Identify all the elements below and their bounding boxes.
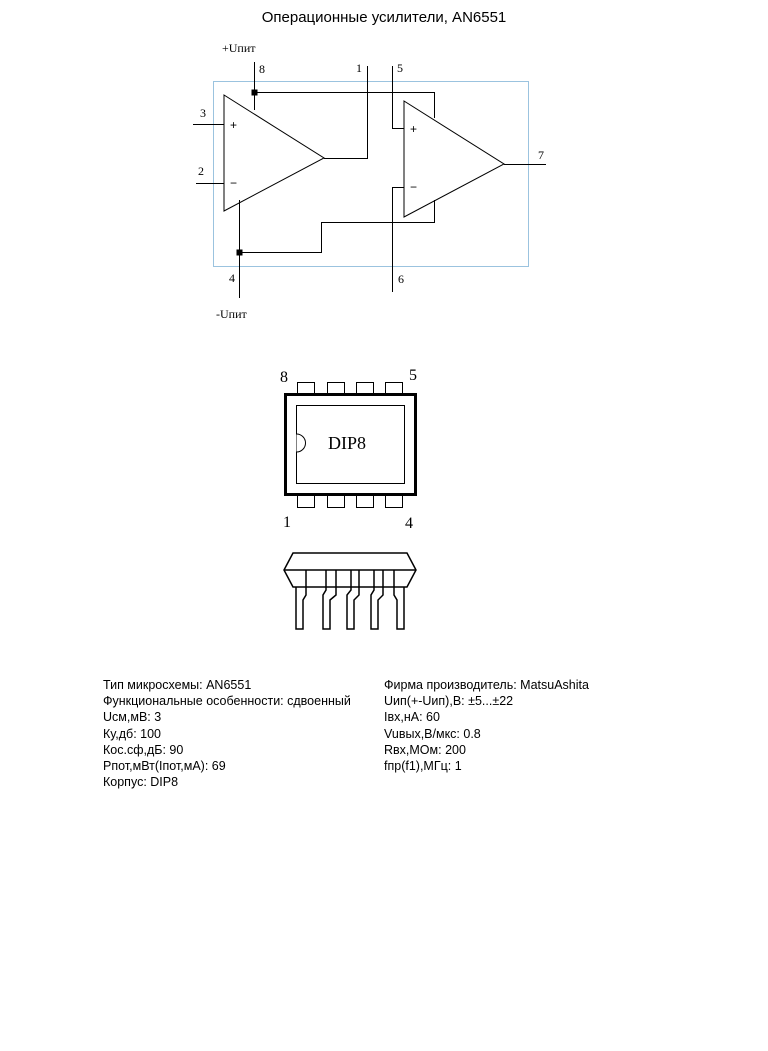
opamp-signs: + − + − [230,118,417,194]
spec-supply-voltage: Uип(+-Uип),В: ±5...±22 [384,694,514,709]
dip-side-lead [393,570,405,630]
pin-label-5: 5 [397,61,403,75]
dip8-labels: DIP8 8 5 1 4 [280,367,417,532]
dip-pin [297,382,315,395]
dip8-top-view [284,382,417,508]
dip-body-outer [284,393,417,496]
dip-corner-label-8: 8 [280,369,288,386]
spec-features: Функциональные особенности: сдвоенный [103,694,351,709]
spec-manufacturer: Фирма производитель: MatsuAshita [384,678,589,692]
dip-pin [356,494,374,508]
spec-package: Корпус: DIP8 [103,775,179,790]
pin-label-6: 6 [398,272,404,286]
dip-side-lead [346,570,360,630]
pin-label-1: 1 [356,61,362,75]
dip-side-lead [370,570,384,630]
spec-bandwidth: fпр(f1),МГц: 1 [384,759,462,774]
dip8-side-view [283,552,417,630]
dip-pin [327,494,345,508]
opamp-2-minus-sign: − [410,180,417,194]
specs-right-column: Фирма производитель: MatsuAshita Uип(+-U… [384,677,589,774]
dip-corner-label-1: 1 [283,514,291,531]
pin-5-lead [392,66,404,129]
chip-frame [213,81,529,267]
spec-input-resistance: Rвх,МОм: 200 [384,742,466,757]
dip-pin [385,382,403,395]
dip-package-label: DIP8 [328,433,366,453]
spec-gain: Ку,дб: 100 [103,726,162,741]
spec-offset-voltage: Uсм,мВ: 3 [103,710,162,725]
dip-notch [296,433,306,453]
dip-side-lead [295,570,307,630]
schematic [193,62,546,298]
pin-label-8: 8 [259,62,265,76]
opamp-2-triangle [403,100,505,218]
dip-side-lead [322,570,337,630]
dip-pin [356,382,374,395]
junction-dot [236,249,243,256]
spec-power: Рпот,мВт(Iпот,мА): 69 [103,759,226,774]
pin-labels: +Uпит 8 1 5 3 2 7 4 6 -Uпит [198,41,544,321]
pin-label-4: 4 [229,271,235,285]
page-title: Операционные усилители, AN6551 [261,9,507,26]
dip-pin [327,382,345,395]
supply-pos-label: +Uпит [222,41,256,55]
spec-chip-type: Тип микросхемы: AN6551 [103,678,252,692]
pin-6-lead [392,187,404,292]
supply-pos-bus [254,92,435,118]
spec-cmrr: Кос.сф,дБ: 90 [103,742,184,757]
opamp-2-plus-sign: + [410,122,417,136]
spec-input-current: Iвх,нА: 60 [384,710,440,725]
pin-label-2: 2 [198,164,204,178]
specs-left-column: Тип микросхемы: AN6551 Функциональные ос… [103,677,351,790]
junction-dot [251,89,258,96]
opamp-1-minus-sign: − [230,176,237,190]
spec-slew-rate: Vuвых,В/мкс: 0.8 [384,726,481,741]
opamp-1-plus-sign: + [230,118,237,132]
pin-label-7: 7 [538,148,544,162]
opamp-1-triangle [223,94,325,212]
dip-corner-label-4: 4 [405,515,413,532]
pin-1-lead [324,66,368,159]
supply-neg-bus [239,200,435,253]
dip-corner-label-5: 5 [409,367,417,384]
supply-neg-label: -Uпит [216,307,248,321]
pin-label-3: 3 [200,106,206,120]
dip-pin [297,494,315,508]
dip-pin [385,494,403,508]
